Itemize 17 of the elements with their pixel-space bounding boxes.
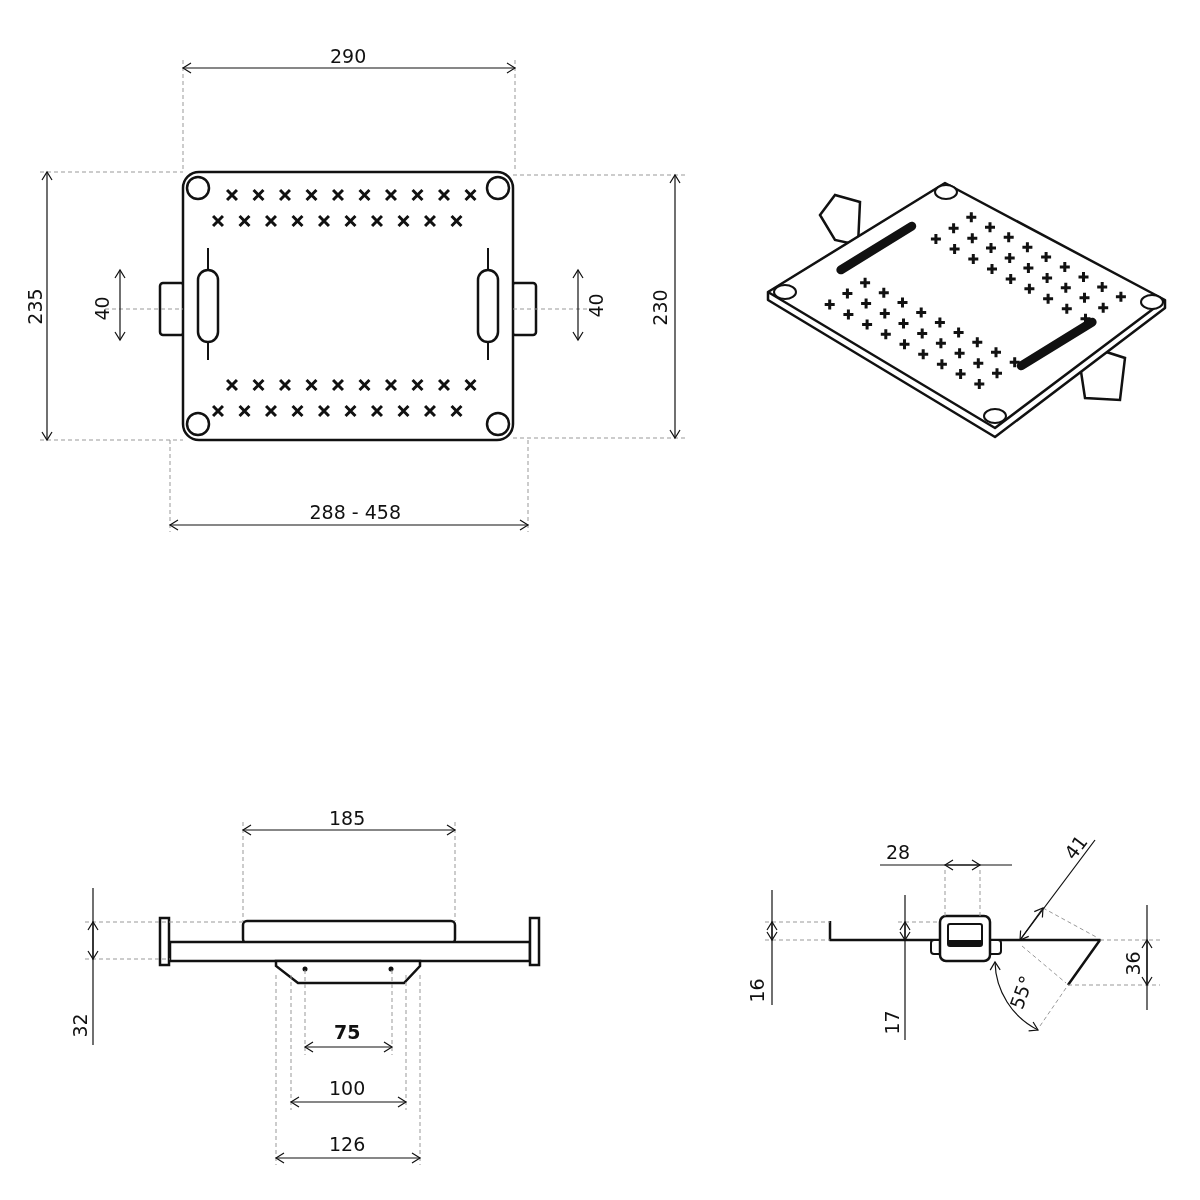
dimension-label: 185 xyxy=(329,808,366,828)
dimension-label: 17 xyxy=(882,1009,902,1035)
dimension-label: 290 xyxy=(330,46,367,66)
dimension-label: 36 xyxy=(1123,950,1143,976)
dimension-label: 288 - 458 xyxy=(309,502,401,522)
dimension-label: 235 xyxy=(25,287,45,325)
dimension-label: 41 xyxy=(1061,831,1091,863)
dimension-label: 32 xyxy=(70,1012,90,1038)
dimension-label: 28 xyxy=(886,842,911,862)
dimension-label: 126 xyxy=(329,1134,366,1154)
dimension-label: 16 xyxy=(747,977,767,1003)
dimension-label: 40 xyxy=(586,292,606,318)
dimension-label: 230 xyxy=(650,288,670,326)
angle-label: 55° xyxy=(1007,972,1037,1012)
dimension-label: 100 xyxy=(329,1078,366,1098)
dimension-label: 40 xyxy=(92,295,112,321)
dimension-label: 75 xyxy=(334,1022,361,1042)
